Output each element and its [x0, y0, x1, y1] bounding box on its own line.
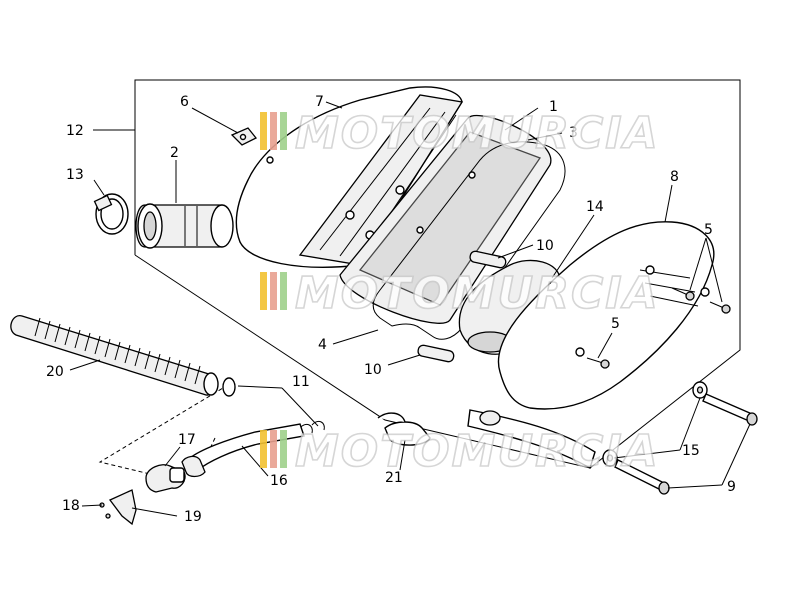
- callout-20: 20: [46, 364, 64, 380]
- watermark-text: MOTOMURCIA: [295, 108, 660, 159]
- watermark-stripe-3: [280, 112, 287, 150]
- watermark-text: MOTOMURCIA: [295, 426, 660, 477]
- callout-14: 14: [586, 199, 604, 215]
- callout-9: 9: [727, 479, 736, 495]
- watermark-stripe-1: [260, 112, 267, 150]
- callout-21: 21: [385, 470, 403, 486]
- callout-3: 3: [569, 125, 578, 141]
- callout-5-upper: 5: [704, 222, 713, 238]
- watermark-stripe-3: [280, 430, 287, 468]
- part-20-corrugated-hose: [10, 315, 219, 396]
- callout-labels: 1 2 3 4 5 5 6 7 8 9 10 10 11 12 13 14 15…: [46, 94, 736, 525]
- part-8-cover: [497, 221, 715, 410]
- part-1-filter-housing: [235, 86, 464, 268]
- dashed-guide-left: [98, 384, 229, 475]
- part-5-screw-left: [586, 357, 610, 369]
- part-2-intake-sleeve: [135, 203, 234, 249]
- part-5-screw-upper: [671, 287, 695, 301]
- callout-16: 16: [270, 473, 288, 489]
- callout-10-lower: 10: [364, 362, 382, 378]
- watermark-stripe-1: [260, 430, 267, 468]
- callout-19: 19: [184, 509, 202, 525]
- watermark-text: MOTOMURCIA: [295, 268, 660, 319]
- part-9-bolt-upper: [702, 393, 758, 426]
- watermark-middle: MOTOMURCIA: [260, 267, 660, 320]
- part-3-filter-element: [339, 114, 552, 324]
- callout-4: 4: [318, 337, 327, 353]
- part-6-clip: [230, 127, 258, 146]
- watermark-stripe-2: [270, 430, 277, 468]
- callout-11: 11: [292, 374, 310, 390]
- callout-10-upper: 10: [536, 238, 554, 254]
- part-21-connector: [377, 409, 596, 470]
- part-10-spacer-lower: [417, 344, 455, 363]
- part-5-screw-right: [709, 301, 731, 314]
- leader-lines: [69, 101, 751, 517]
- watermark-top: MOTOMURCIA: [260, 107, 660, 160]
- part-15-washer-lower: [602, 449, 618, 467]
- part-13-hose-clamp: [93, 193, 129, 235]
- part-10-spacer-upper: [469, 250, 507, 269]
- callout-12: 12: [66, 123, 84, 139]
- watermark-stripe-3: [280, 272, 287, 310]
- callout-6: 6: [180, 94, 189, 110]
- callout-15: 15: [682, 443, 700, 459]
- callout-18: 18: [62, 498, 80, 514]
- callout-5-lower: 5: [611, 316, 620, 332]
- watermark-stripe-2: [270, 112, 277, 150]
- part-4-gasket: [372, 141, 566, 340]
- part-17-drain-valve: [145, 464, 186, 493]
- assembly-frame: [134, 79, 741, 469]
- watermark-bottom: MOTOMURCIA: [260, 425, 660, 478]
- watermark-stripe-1: [260, 272, 267, 310]
- part-9-bolt-lower: [614, 459, 670, 495]
- callout-13: 13: [66, 167, 84, 183]
- callout-8: 8: [670, 169, 679, 185]
- part-11-clamp-ring-left: [222, 377, 236, 397]
- part-19-bracket: [108, 489, 137, 526]
- callout-2: 2: [170, 145, 179, 161]
- callout-7: 7: [315, 94, 324, 110]
- callout-17: 17: [178, 432, 196, 448]
- watermark-stripe-2: [270, 272, 277, 310]
- callout-1: 1: [549, 99, 558, 115]
